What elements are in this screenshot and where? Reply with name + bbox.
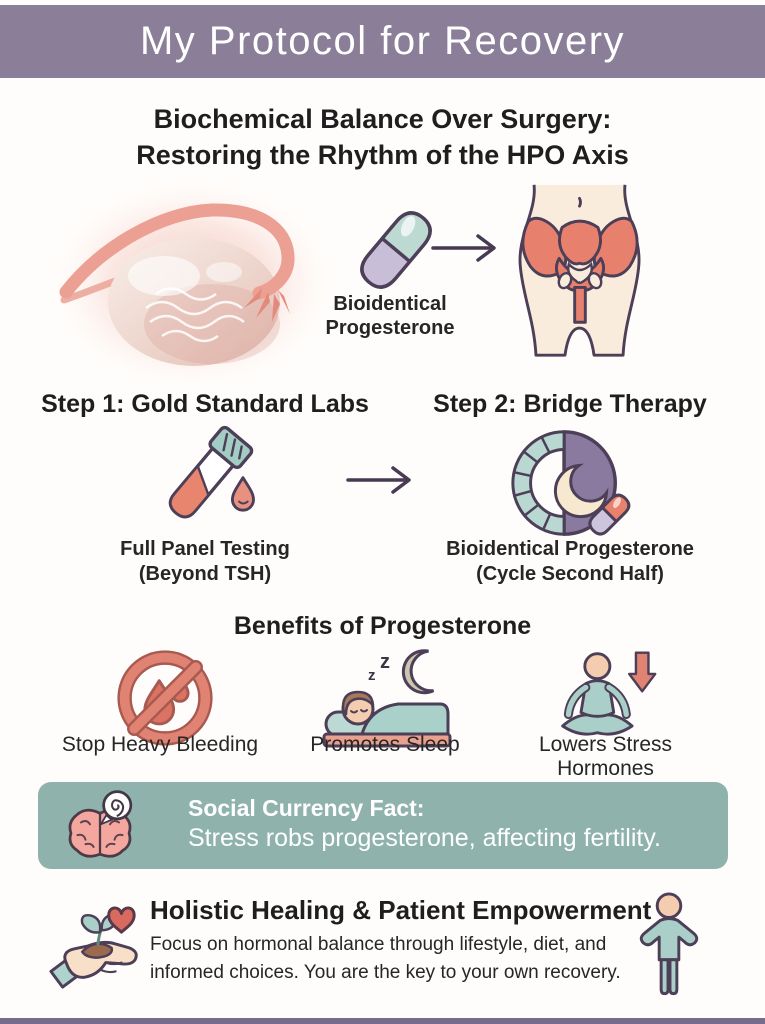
step1-title: Step 1: Gold Standard Labs [41,390,369,418]
holistic-text-line1: Focus on hormonal balance through lifest… [150,934,607,955]
open-arms-person-icon [639,892,699,996]
moon-icon [401,649,435,695]
ovary-illustration [54,182,330,382]
heart-icon [107,906,136,934]
benefits-title: Benefits of Progesterone [233,612,532,640]
social-currency-fact-box: Social Currency Fact: Stress robs proges… [38,782,728,869]
fact-box-text: Stress robs progesterone, affecting fert… [188,824,661,852]
brain-spiral-icon [68,790,133,858]
step2-caption: Bioidentical Progesterone (Cycle Second … [430,537,710,587]
arrow-right-icon [431,234,496,262]
fimbriae [244,288,290,322]
holistic-text: Focus on hormonal balance through lifest… [150,931,621,986]
step2-caption-line1: Bioidentical Progesterone [446,538,694,560]
no-heavy-bleeding-icon [117,650,213,746]
hand-sprout-heart-icon [49,906,138,989]
bed-base [322,732,452,748]
step2-title: Step 2: Bridge Therapy [433,390,707,418]
intro-heading: Biochemical Balance Over Surgery: Restor… [0,102,765,173]
step1-caption-line2: (Beyond TSH) [138,563,272,585]
blanket [360,702,450,736]
capsule-caption-line2: Progesterone [325,317,455,339]
sleep-z-large: z [380,651,390,673]
benefit-label-stress: Lowers Stress Hormones [538,733,673,780]
cycle-moon-pill-icon [511,430,631,536]
intro-heading-line2: Restoring the Rhythm of the HPO Axis [136,139,629,170]
capsule-caption: Bioidentical Progesterone [300,292,480,340]
page-title: My Protocol for Recovery [139,19,626,63]
blood-test-tube-icon [168,425,255,519]
arrow-right-icon [346,466,411,494]
holistic-title: Holistic Healing & Patient Empowerment [150,895,652,925]
benefit-label-bleeding: Stop Heavy Bleeding [61,733,259,756]
header-bar: My Protocol for Recovery [0,5,765,78]
crescent-moon-icon [553,463,609,519]
small-pill-icon [588,493,631,536]
footer-bar [0,1018,765,1024]
holistic-text-line2: informed choices. You are the key to you… [150,961,621,983]
step1-caption: Full Panel Testing (Beyond TSH) [90,537,320,587]
step1-caption-line1: Full Panel Testing [120,538,290,560]
sleeping-person-icon: z z [322,649,452,748]
pelvis-illustration [518,184,641,357]
fact-box-title: Social Currency Fact: [188,795,425,821]
capsule-caption-line1: Bioidentical [333,293,447,315]
step2-caption-line2: (Cycle Second Half) [476,563,664,585]
sleep-z-small: z [368,667,376,684]
down-arrow-icon [627,651,657,693]
intro-heading-line1: Biochemical Balance Over Surgery: [153,104,612,134]
benefit-label-sleep: Promotes Sleep [310,733,460,756]
cycle-segments [513,436,552,530]
progesterone-capsule-icon [360,211,432,289]
meditation-lower-arrow-icon [561,651,657,736]
